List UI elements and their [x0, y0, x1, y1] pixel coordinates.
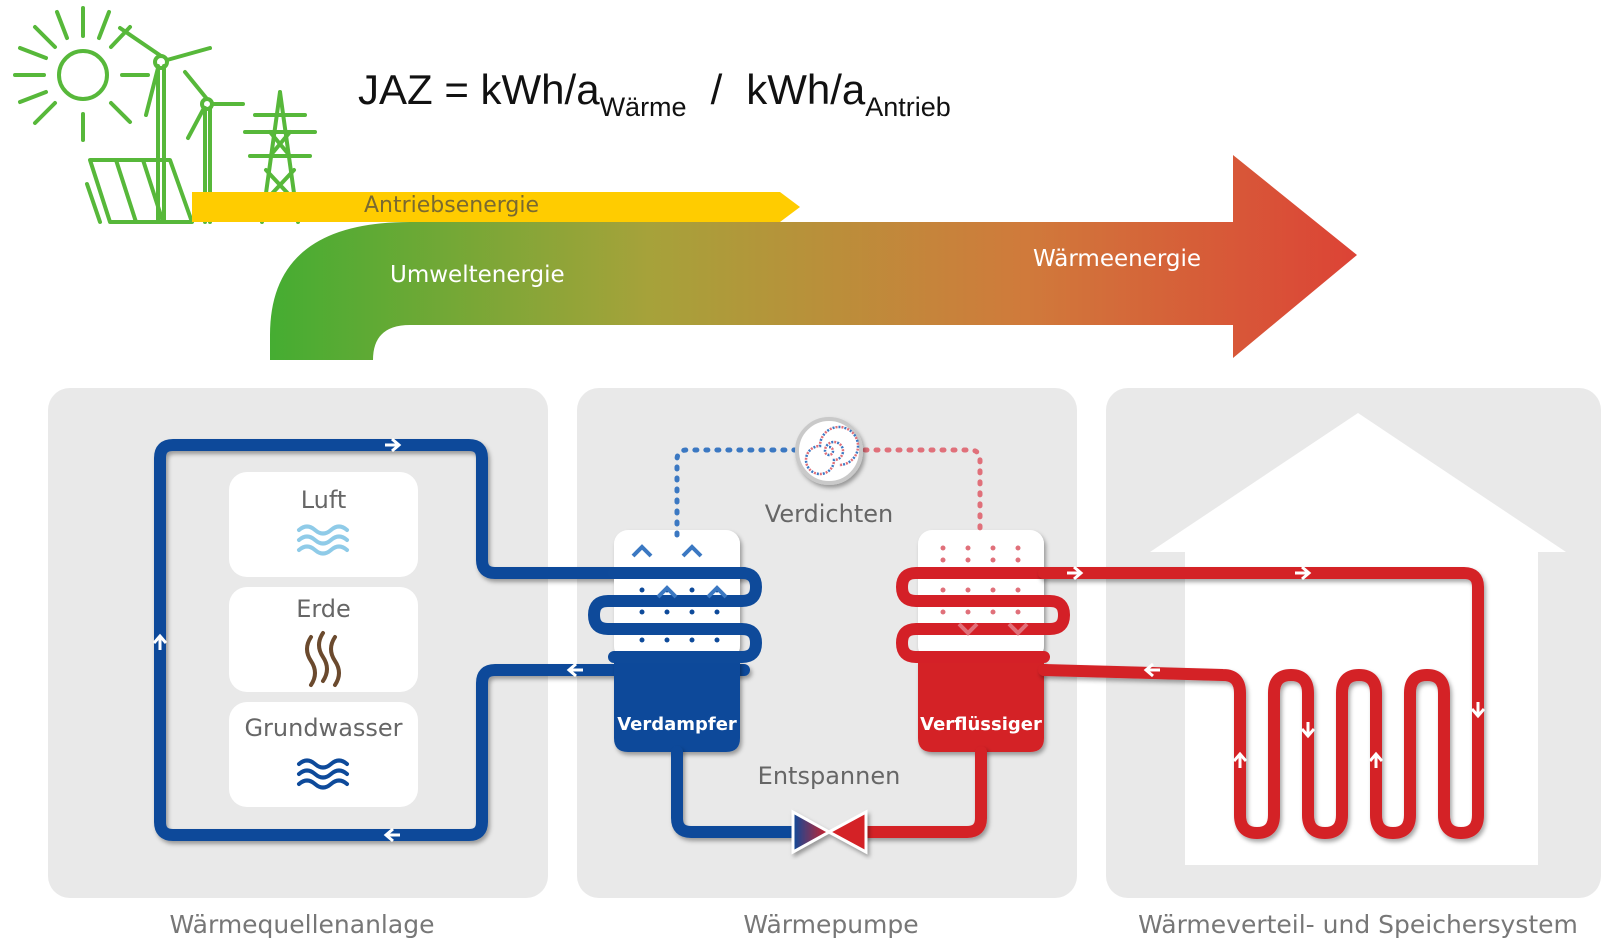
formula-sub-drive: Antrieb: [865, 92, 951, 122]
distribution-flow-arrows: [1067, 565, 1486, 768]
compressor-icon: [795, 417, 863, 485]
caption-distribution: Wärmeverteil- und Speichersystem: [1138, 910, 1578, 939]
renewables-icon: [13, 6, 317, 224]
condenser-dots: [940, 545, 1029, 636]
source-card-groundwater: Grundwasser: [229, 702, 418, 807]
formula-prefix: JAZ = kWh/a: [358, 66, 600, 113]
evaporator-dots: [631, 544, 728, 643]
environment-energy-label: Umweltenergie: [390, 262, 565, 288]
formula-separator: /: [710, 66, 723, 113]
source-label-groundwater: Grundwasser: [244, 714, 403, 742]
expansion-valve-icon: [791, 809, 868, 855]
compress-label: Verdichten: [764, 500, 894, 528]
heat-energy-label: Wärmeenergie: [1033, 246, 1202, 272]
formula-term2: kWh/a: [746, 66, 866, 113]
source-card-air: Luft: [229, 472, 418, 577]
groundwater-waves-icon: [297, 758, 349, 790]
drive-energy-label: Antriebsenergie: [364, 193, 540, 218]
evaporator-coil: [587, 567, 763, 663]
source-label-air: Luft: [300, 486, 347, 514]
distribution-pipe: [1038, 567, 1484, 839]
caption-heatpump: Wärmepumpe: [743, 910, 919, 939]
air-waves-icon: [297, 524, 349, 556]
condenser-coil: [895, 567, 1071, 663]
refrigerant-low-pressure-line: [674, 447, 798, 538]
formula-sub-heat: Wärme: [599, 92, 687, 122]
evaporator-label: Verdampfer: [617, 714, 737, 735]
source-card-earth: Erde: [229, 587, 418, 692]
source-label-earth: Erde: [296, 595, 351, 623]
house-shape: [1150, 413, 1566, 865]
earth-heat-icon: [305, 631, 341, 687]
flow-direction-arrows: [152, 437, 583, 843]
refrigerant-high-pressure-line: [862, 447, 983, 538]
caption-source-system: Wärmequellenanlage: [169, 910, 435, 939]
sun-icon: [13, 6, 150, 142]
expansion-pipes: [671, 746, 987, 838]
solar-panel-icon: [85, 158, 194, 224]
expand-label: Entspannen: [757, 762, 901, 790]
condenser-label: Verflüssiger: [920, 714, 1042, 735]
jaz-formula: JAZ = kWh/aWärme / kWh/aAntrieb: [358, 66, 951, 123]
energy-flow-arrow: [192, 155, 1357, 360]
